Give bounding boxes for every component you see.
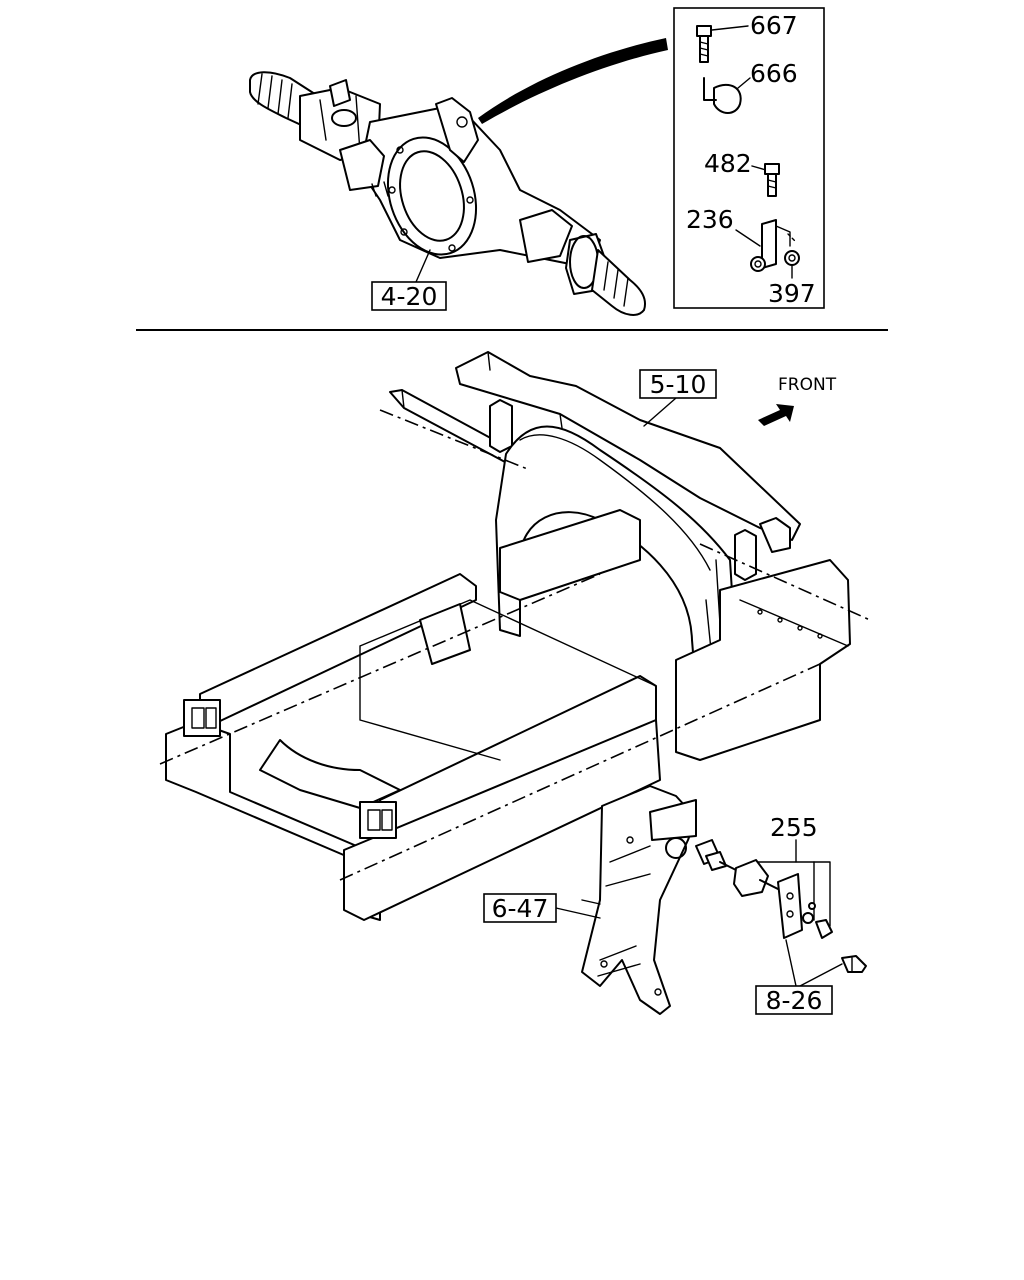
bolt-482-icon bbox=[764, 163, 780, 197]
callout-bracket-ref: 6-47 bbox=[483, 893, 557, 923]
bracket-236-icon bbox=[761, 219, 797, 269]
sensor-drawing bbox=[695, 839, 867, 987]
part-397-label: 397 bbox=[768, 279, 816, 308]
nut-397-icon bbox=[784, 250, 800, 266]
callout-sensor-ref-label: 8-26 bbox=[766, 986, 823, 1015]
front-direction: FRONT bbox=[758, 375, 837, 426]
shackle-left-icon bbox=[183, 699, 221, 737]
part-666-label: 666 bbox=[750, 59, 798, 88]
frame-drawing bbox=[159, 351, 871, 921]
bracket-drawing bbox=[555, 785, 697, 1015]
connector-icon bbox=[695, 839, 727, 871]
callout-axle-ref: 4-20 bbox=[371, 281, 447, 311]
callout-crossmember-ref: 5-10 bbox=[639, 369, 717, 399]
part-255-label: 255 bbox=[770, 813, 818, 842]
callout-crossmember-ref-label: 5-10 bbox=[650, 370, 707, 399]
callout-bracket-ref-label: 6-47 bbox=[492, 894, 549, 923]
part-667-label: 667 bbox=[750, 11, 798, 40]
front-label: FRONT bbox=[778, 375, 837, 395]
sensor-bolt-icon bbox=[841, 955, 867, 973]
callout-axle-ref-label: 4-20 bbox=[381, 282, 438, 311]
part-482-label: 482 bbox=[704, 149, 752, 178]
shackle-right-icon bbox=[359, 801, 397, 839]
bolt-667-icon bbox=[696, 25, 712, 63]
front-arrow-icon bbox=[758, 404, 794, 426]
clip-666-icon bbox=[703, 77, 742, 114]
part-236-label: 236 bbox=[686, 205, 734, 234]
cap-icon bbox=[815, 919, 833, 939]
rear-axle-drawing bbox=[249, 38, 668, 316]
nut-left-icon bbox=[750, 256, 766, 272]
detail-inset: 667 666 482 236 bbox=[673, 7, 825, 309]
callout-sensor-ref: 8-26 bbox=[755, 985, 833, 1015]
washer-icon bbox=[802, 912, 814, 924]
